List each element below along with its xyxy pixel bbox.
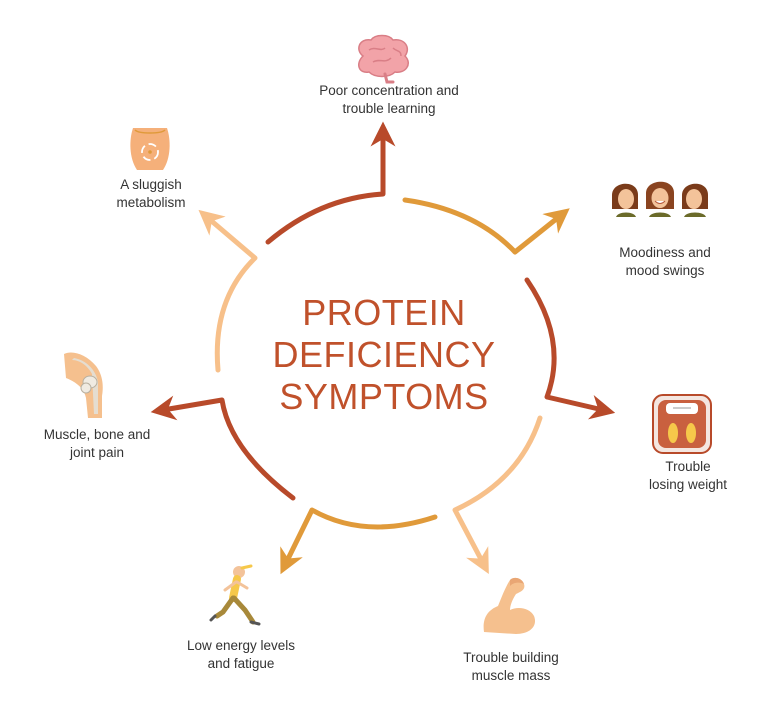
label-line: losing weight xyxy=(648,477,728,492)
arrow-fatigue xyxy=(280,507,438,575)
label-fatigue: Low energy levels and fatigue xyxy=(146,637,336,673)
brain-icon xyxy=(358,34,409,84)
label-muscle-mass: Trouble building muscle mass xyxy=(416,649,606,685)
arrow-moodiness xyxy=(402,197,570,255)
label-line: mood swings xyxy=(625,263,705,278)
label-line: Low energy levels xyxy=(186,638,296,653)
label-line: Muscle, bone and xyxy=(43,427,151,442)
runner-icon xyxy=(209,564,261,626)
arrow-metabolism xyxy=(198,209,258,373)
label-line: metabolism xyxy=(116,195,186,210)
arrow-muscle-mass xyxy=(452,415,543,575)
label-line: A sluggish xyxy=(120,177,182,192)
faces-icon xyxy=(612,181,708,217)
knee-joint-icon xyxy=(64,352,103,418)
scale-icon xyxy=(652,394,712,454)
label-line: joint pain xyxy=(69,445,125,460)
label-line: Trouble building xyxy=(463,650,559,665)
title-line-1: PROTEIN xyxy=(302,292,466,333)
arrow-concentration xyxy=(265,121,396,245)
label-line: and fatigue xyxy=(207,656,275,671)
label-weight: Trouble losing weight xyxy=(593,458,768,494)
flexed-arm-icon xyxy=(483,577,536,634)
label-joint-pain: Muscle, bone and joint pain xyxy=(2,426,192,462)
label-line: Poor concentration and xyxy=(319,83,459,98)
title-line-2: DEFICIENCY xyxy=(272,334,495,375)
arrow-joint-pain xyxy=(150,395,296,501)
label-line: muscle mass xyxy=(471,668,551,683)
stomach-icon xyxy=(130,128,170,170)
label-line: Trouble xyxy=(665,459,711,474)
title-line-3: SYMPTOMS xyxy=(279,376,488,417)
arrow-weight xyxy=(524,277,616,420)
label-line: trouble learning xyxy=(342,101,436,116)
label-concentration: Poor concentration and trouble learning xyxy=(294,82,484,118)
label-metabolism: A sluggish metabolism xyxy=(56,176,246,212)
label-line: Moodiness and xyxy=(619,245,711,260)
label-moodiness: Moodiness and mood swings xyxy=(570,244,760,280)
